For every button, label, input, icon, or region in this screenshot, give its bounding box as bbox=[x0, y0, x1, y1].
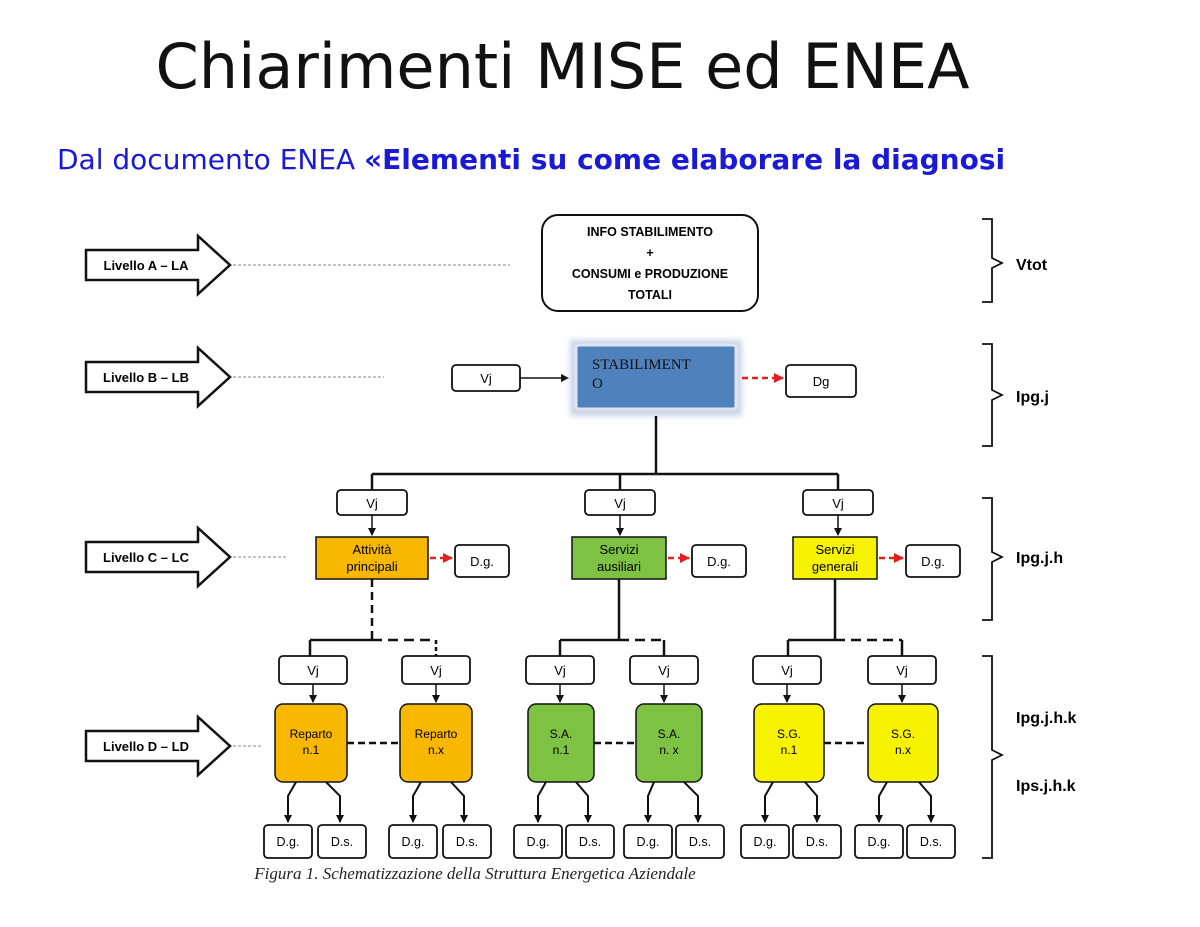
vj-boxes-c: Vj Vj Vj bbox=[336, 489, 874, 516]
slide-subtitle: Dal documento ENEA «Elementi su come ela… bbox=[57, 143, 1005, 176]
level-b-arrow: Livello B – LB bbox=[84, 345, 232, 409]
sg-x-line-2: n.x bbox=[895, 743, 911, 757]
dg-label: D.g. bbox=[277, 835, 300, 849]
reparto-x-line-1: Reparto bbox=[415, 727, 458, 741]
right-braces bbox=[982, 218, 1005, 859]
sg-1-line-1: S.G. bbox=[777, 727, 801, 741]
ds-label: D.s. bbox=[579, 835, 601, 849]
slide-title: Chiarimenti MISE ed ENEA bbox=[155, 30, 970, 103]
level-d-sa-1: S.A. n.1 bbox=[527, 703, 595, 783]
reparto-1-line-1: Reparto bbox=[290, 727, 333, 741]
stabilimento-line-1: STABILIMENT bbox=[592, 357, 691, 373]
sg-1-line-2: n.1 bbox=[781, 743, 798, 757]
info-line-1: INFO STABILIMENTO bbox=[587, 225, 713, 239]
vj-label: Vj bbox=[480, 371, 492, 386]
generali-line-2: generali bbox=[812, 559, 858, 574]
level-c-attivita: Attività principali bbox=[315, 536, 429, 580]
attivita-line-2: principali bbox=[346, 559, 397, 574]
stabilimento-line-2: O bbox=[592, 376, 603, 392]
reparto-1-line-2: n.1 bbox=[303, 743, 320, 757]
info-line-3: CONSUMI e PRODUZIONE bbox=[572, 267, 728, 281]
label-ipg-j-h-k: Ipg.j.h.k bbox=[1016, 710, 1077, 727]
info-stabilimento-box: INFO STABILIMENTO + CONSUMI e PRODUZIONE… bbox=[541, 214, 759, 312]
vj-label: Vj bbox=[366, 496, 378, 511]
output-boxes-d: D.g. D.s. D.g. D.s. D.g. D.s. D.g. D.s. … bbox=[263, 824, 956, 859]
ds-label: D.s. bbox=[456, 835, 478, 849]
right-labels: Vtot Ipg.j Ipg.j.h Ipg.j.h.k Ips.j.h.k bbox=[1016, 257, 1077, 795]
vj-boxes-d: Vj Vj Vj Vj Vj Vj bbox=[278, 655, 937, 685]
dg-label: D.g. bbox=[868, 835, 891, 849]
vj-label: Vj bbox=[554, 663, 566, 678]
dg-label: D.g. bbox=[921, 554, 945, 569]
ausiliari-line-2: ausiliari bbox=[597, 559, 641, 574]
vj-label: Vj bbox=[832, 496, 844, 511]
dg-label: Dg bbox=[813, 374, 830, 389]
subtitle-prefix: Dal documento ENEA bbox=[57, 143, 365, 176]
figure-caption: Figura 1. Schematizzazione della Struttu… bbox=[254, 864, 696, 883]
level-c-servizi-ausiliari: Servizi ausiliari bbox=[571, 536, 667, 580]
dg-box-b: Dg bbox=[785, 364, 857, 398]
dg-label: D.g. bbox=[754, 835, 777, 849]
level-a-arrow: Livello A – LA bbox=[84, 233, 232, 297]
arrows-vj-to-c bbox=[368, 515, 842, 536]
dg-label: D.g. bbox=[707, 554, 731, 569]
subtitle-bold: «Elementi su come elaborare la diagnosi bbox=[364, 143, 1006, 176]
sg-x-line-1: S.G. bbox=[891, 727, 915, 741]
level-a-label: Livello A – LA bbox=[104, 258, 190, 273]
sa-x-line-2: n. x bbox=[659, 743, 678, 757]
dg-label: D.g. bbox=[527, 835, 550, 849]
reparto-x-line-2: n.x bbox=[428, 743, 444, 757]
ds-label: D.s. bbox=[920, 835, 942, 849]
leader-lines bbox=[233, 264, 510, 747]
info-line-2: + bbox=[646, 246, 653, 260]
label-ipg-j-h: Ipg.j.h bbox=[1016, 550, 1063, 567]
dg-boxes-c: D.g. D.g. D.g. bbox=[454, 544, 961, 578]
arrows-vj-to-d bbox=[309, 684, 906, 703]
dg-label: D.g. bbox=[402, 835, 425, 849]
level-c-servizi-generali: Servizi generali bbox=[792, 536, 878, 580]
level-d-sa-x: S.A. n. x bbox=[635, 703, 703, 783]
vj-box-b: Vj bbox=[451, 364, 521, 392]
level-d-sg-x: S.G. n.x bbox=[867, 703, 939, 783]
ds-label: D.s. bbox=[689, 835, 711, 849]
level-b-label: Livello B – LB bbox=[103, 370, 189, 385]
label-vtot: Vtot bbox=[1016, 257, 1048, 274]
level-c-arrow: Livello C – LC bbox=[84, 525, 232, 589]
level-d-arrow: Livello D – LD bbox=[84, 714, 232, 778]
vj-label: Vj bbox=[430, 663, 442, 678]
dg-label: D.g. bbox=[637, 835, 660, 849]
vj-label: Vj bbox=[614, 496, 626, 511]
generali-line-1: Servizi bbox=[815, 542, 854, 557]
dg-label: D.g. bbox=[470, 554, 494, 569]
sa-1-line-2: n.1 bbox=[553, 743, 570, 757]
level-d-sg-1: S.G. n.1 bbox=[753, 703, 825, 783]
ds-label: D.s. bbox=[806, 835, 828, 849]
sa-1-line-1: S.A. bbox=[550, 727, 573, 741]
label-ips-j-h-k: Ips.j.h.k bbox=[1016, 778, 1076, 795]
vj-label: Vj bbox=[307, 663, 319, 678]
label-ipg-j: Ipg.j bbox=[1016, 389, 1049, 406]
level-d-reparto-x: Reparto n.x bbox=[399, 703, 473, 783]
vj-label: Vj bbox=[658, 663, 670, 678]
ausiliari-line-1: Servizi bbox=[599, 542, 638, 557]
vj-label: Vj bbox=[896, 663, 908, 678]
level-d-reparto-1: Reparto n.1 bbox=[274, 703, 348, 783]
sa-x-line-1: S.A. bbox=[658, 727, 681, 741]
tree-c-to-d bbox=[308, 579, 904, 656]
tree-b-to-c bbox=[370, 416, 840, 490]
attivita-line-1: Attività bbox=[352, 542, 392, 557]
ds-label: D.s. bbox=[331, 835, 353, 849]
info-line-4: TOTALI bbox=[628, 288, 672, 302]
level-c-label: Livello C – LC bbox=[103, 550, 190, 565]
stabilimento-box: STABILIMENT O bbox=[570, 340, 742, 416]
arrows-d-to-outputs bbox=[284, 781, 935, 823]
vj-label: Vj bbox=[781, 663, 793, 678]
level-d-label: Livello D – LD bbox=[103, 739, 189, 754]
